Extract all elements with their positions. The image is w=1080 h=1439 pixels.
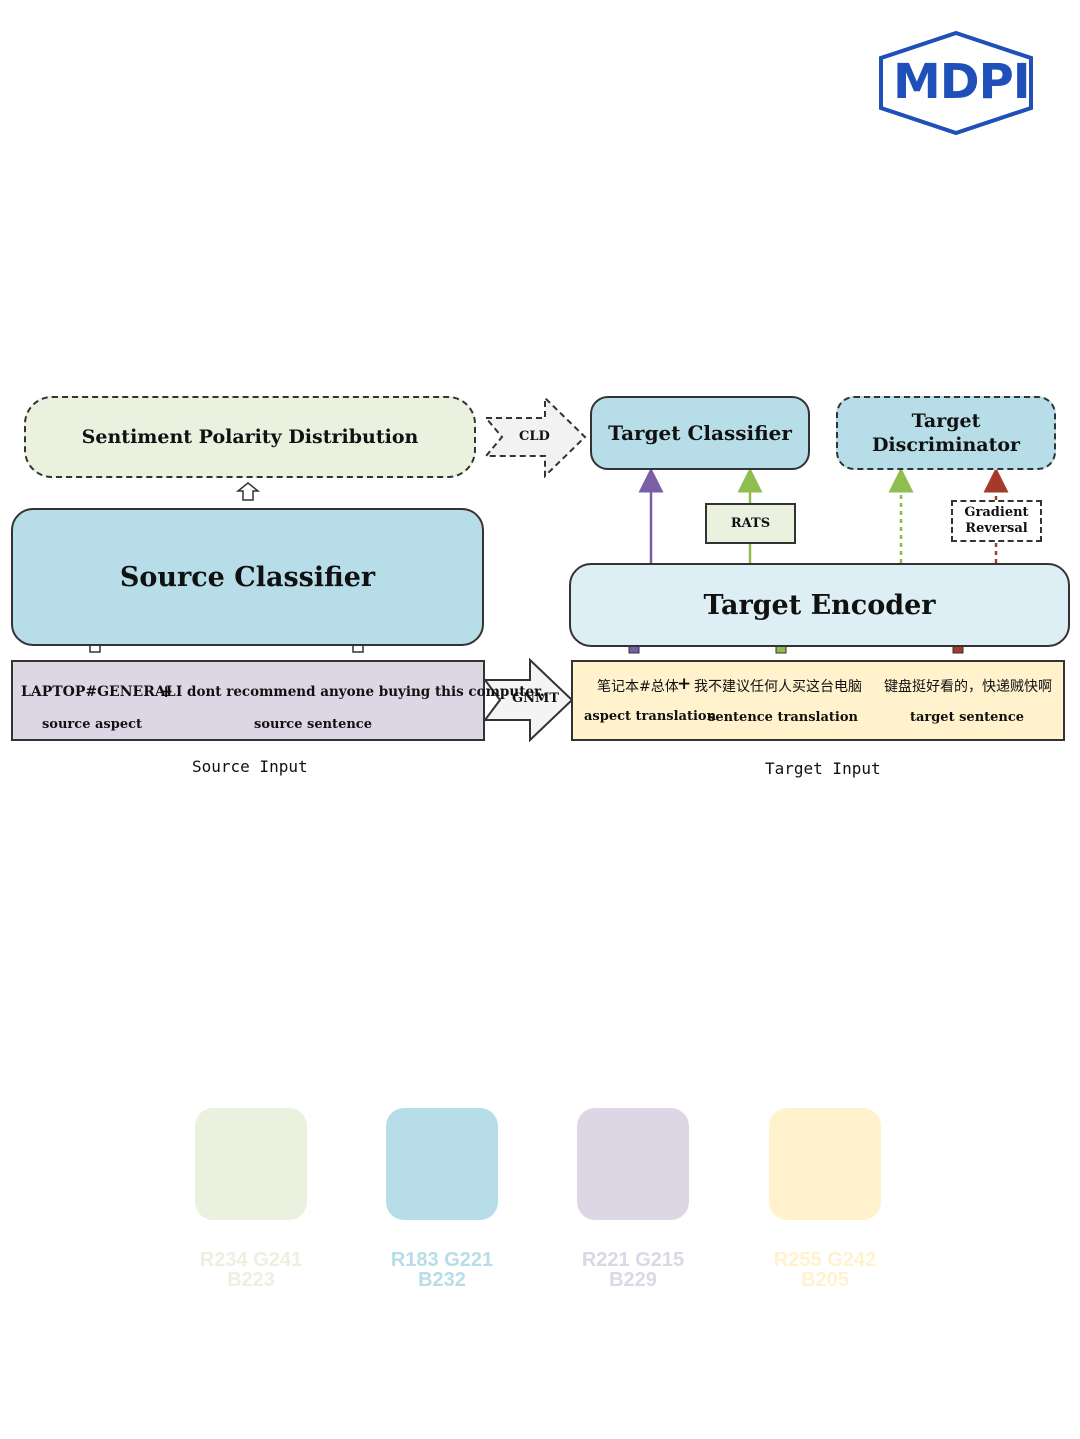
target-aspect-text: 笔记本#总体 bbox=[597, 679, 679, 695]
cld-arrow bbox=[483, 395, 587, 479]
target-encoder-box: Target Encoder bbox=[569, 563, 1070, 647]
palette-swatch-green bbox=[195, 1108, 307, 1220]
sentiment-polarity-distribution-box: Sentiment Polarity Distribution bbox=[24, 396, 476, 478]
target-discriminator-label: Target Discriminator bbox=[871, 410, 1021, 456]
source-input-caption: Source Input bbox=[192, 757, 308, 776]
sentiment-polarity-distribution-label: Sentiment Polarity Distribution bbox=[81, 426, 419, 448]
target-input-box bbox=[571, 660, 1065, 741]
up-arrow-icon bbox=[235, 482, 261, 501]
palette-swatch-purple bbox=[577, 1108, 689, 1220]
gradient-reversal-label: Gradient Reversal bbox=[964, 505, 1029, 536]
palette-label-blue: R183 G221 B232 bbox=[390, 1249, 494, 1291]
gradient-reversal-box: Gradient Reversal bbox=[951, 500, 1042, 542]
palette-label-purple: R221 G215 B229 bbox=[581, 1249, 685, 1291]
target-sentence-label: target sentence bbox=[909, 710, 1025, 725]
target-classifier-box: Target Classifier bbox=[590, 396, 810, 470]
sentence-translation-label: sentence translation bbox=[708, 710, 858, 725]
logo-text: MDPI bbox=[893, 54, 1031, 110]
cld-label: CLD bbox=[519, 429, 550, 444]
rats-label: RATS bbox=[730, 516, 771, 531]
gnmt-arrow bbox=[483, 657, 574, 743]
target-discriminator-box: Target Discriminator bbox=[836, 396, 1056, 470]
source-aspect-text: LAPTOP#GENERAL bbox=[21, 684, 176, 700]
target-input-caption: Target Input bbox=[765, 759, 881, 778]
hexagon-outline-icon bbox=[879, 30, 1033, 136]
rats-box: RATS bbox=[705, 503, 796, 544]
gnmt-label: GNMT bbox=[512, 691, 560, 706]
source-sentence-label: source sentence bbox=[254, 717, 372, 732]
source-aspect-label: source aspect bbox=[41, 717, 143, 732]
source-sentence-text: I dont recommend anyone buying this comp… bbox=[176, 684, 545, 700]
target-sentence-text: 键盘挺好看的，快递贼快啊 bbox=[884, 679, 1052, 695]
palette-label-yellow: R255 G242 B205 bbox=[773, 1249, 877, 1291]
target-classifier-label: Target Classifier bbox=[608, 421, 792, 445]
aspect-translation-label: aspect translation bbox=[584, 709, 717, 724]
source-plus-sign: + bbox=[159, 682, 174, 702]
source-classifier-label: Source Classifier bbox=[119, 561, 376, 593]
source-classifier-box: Source Classifier bbox=[11, 508, 484, 646]
target-sentence-translation-text: 我不建议任何人买这台电脑 bbox=[694, 679, 862, 695]
target-encoder-label: Target Encoder bbox=[703, 589, 936, 621]
source-input-box bbox=[11, 660, 485, 741]
palette-label-green: R234 G241 B223 bbox=[199, 1249, 303, 1291]
target-plus-sign: + bbox=[677, 674, 692, 694]
palette-swatch-blue bbox=[386, 1108, 498, 1220]
palette-swatch-yellow bbox=[769, 1108, 881, 1220]
mdpi-logo: MDPI bbox=[876, 30, 1036, 136]
